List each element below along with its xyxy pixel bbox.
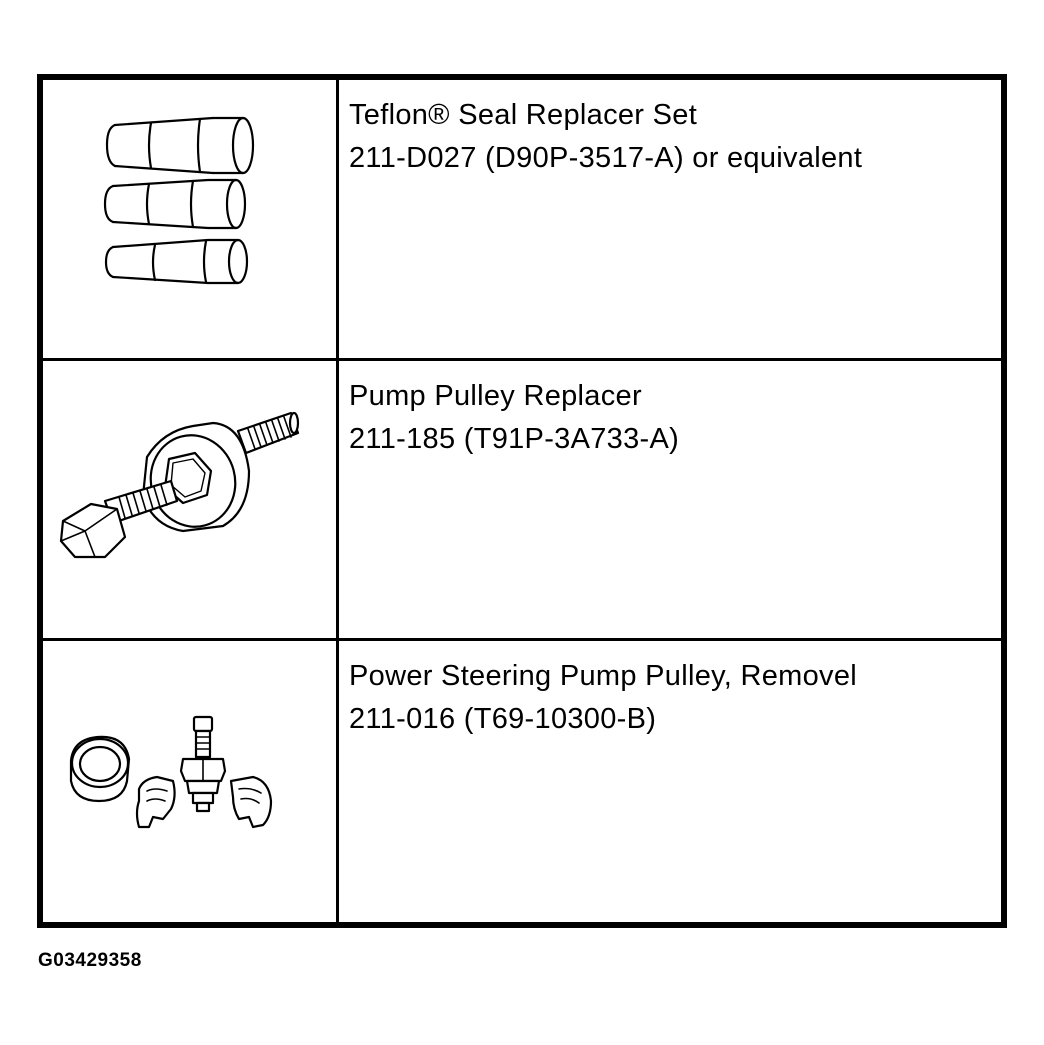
tool-description-cell: Pump Pulley Replacer 211-185 (T91P-3A733… [339,361,1001,642]
pump-pulley-replacer-illustration [59,411,300,558]
special-tools-table: Teflon® Seal Replacer Set 211-D027 (D90P… [37,74,1007,928]
tool-name: Pump Pulley Replacer [349,379,642,412]
seal-replacer-set-illustration [103,116,255,285]
tool-number: 211-185 (T91P-3A733-A) [349,422,680,455]
tool-description-cell: Teflon® Seal Replacer Set 211-D027 (D90P… [339,80,1001,361]
pulley-remover-illustration [69,716,273,829]
tool-number: 211-D027 (D90P-3517-A) or equivalent [349,142,863,174]
tool-number: 211-016 (T69-10300-B) [349,703,657,736]
tool-illustration-cell [43,641,339,922]
tool-illustration-cell [43,360,339,642]
tool-name: Power Steering Pump Pulley, Removel [349,660,858,693]
tool-description-cell: Power Steering Pump Pulley, Removel 211-… [339,641,1001,922]
figure-id: G03429358 [38,950,142,971]
tool-name: Teflon® Seal Replacer Set [349,99,698,131]
tool-illustration-cell [43,80,339,361]
